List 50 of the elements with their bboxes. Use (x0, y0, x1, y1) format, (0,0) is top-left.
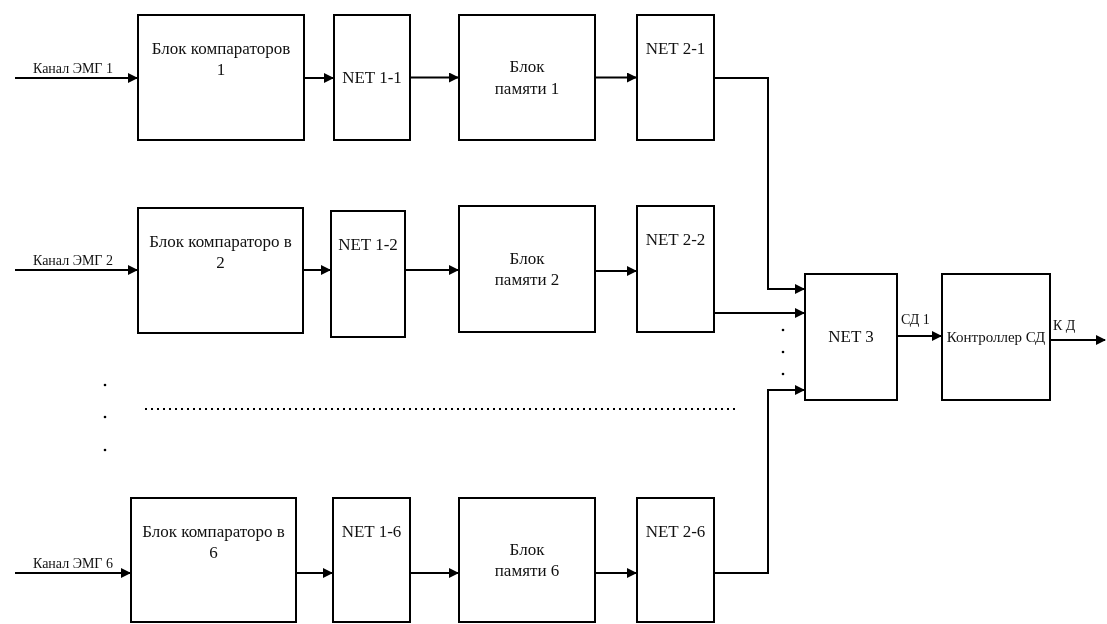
arrow (304, 73, 334, 83)
arrow (14, 568, 131, 578)
edge-label: СД 1 (900, 312, 931, 328)
edge-label: К Д (1052, 318, 1077, 334)
arrow (714, 385, 805, 574)
arrow (714, 77, 805, 294)
memory-block (458, 14, 596, 141)
arrow (714, 308, 805, 318)
block-label: Блок памяти 2 (493, 247, 561, 291)
block-label: NET 2-2 (645, 229, 706, 251)
net-block (636, 205, 715, 333)
net-block (333, 14, 411, 141)
block-label: Контроллер СД (946, 327, 1046, 347)
block-label: Блок компараторов 1 (150, 38, 292, 81)
controller-block (941, 273, 1051, 401)
net-block (636, 14, 715, 141)
memory-block (458, 205, 596, 333)
arrow (405, 265, 459, 275)
block-label: Блок компараторо в 2 (148, 231, 293, 274)
comparator-block (137, 14, 305, 141)
block-label: NET 1-6 (341, 521, 402, 543)
net-block (804, 273, 898, 401)
block-label: Блок компараторо в 6 (141, 521, 286, 564)
edge-label: Канал ЭМГ 2 (32, 253, 114, 269)
block-label: NET 2-6 (645, 521, 706, 543)
edge-label: Канал ЭМГ 1 (32, 61, 114, 77)
block-label: NET 1-1 (342, 66, 402, 89)
arrow (14, 265, 138, 275)
block-label: Блок памяти 6 (493, 538, 561, 582)
arrow (303, 265, 331, 275)
block-label: NET 1-2 (338, 234, 398, 256)
arrow (14, 73, 138, 83)
comparator-block (130, 497, 297, 623)
net-block (636, 497, 715, 623)
arrow (410, 72, 459, 83)
arrow (296, 568, 333, 578)
comparator-block (137, 207, 304, 334)
net-block (330, 210, 406, 338)
arrow (595, 568, 637, 578)
edge-label: Канал ЭМГ 6 (32, 556, 114, 572)
block-label: Блок памяти 1 (493, 56, 561, 99)
arrow (897, 331, 942, 341)
block-label: NET 2-1 (645, 38, 706, 60)
arrow (410, 568, 459, 578)
arrow (595, 266, 637, 276)
memory-block (458, 497, 596, 623)
net-block (332, 497, 411, 623)
arrow (595, 72, 637, 83)
arrow (1050, 335, 1106, 345)
block-label: NET 3 (828, 326, 874, 348)
